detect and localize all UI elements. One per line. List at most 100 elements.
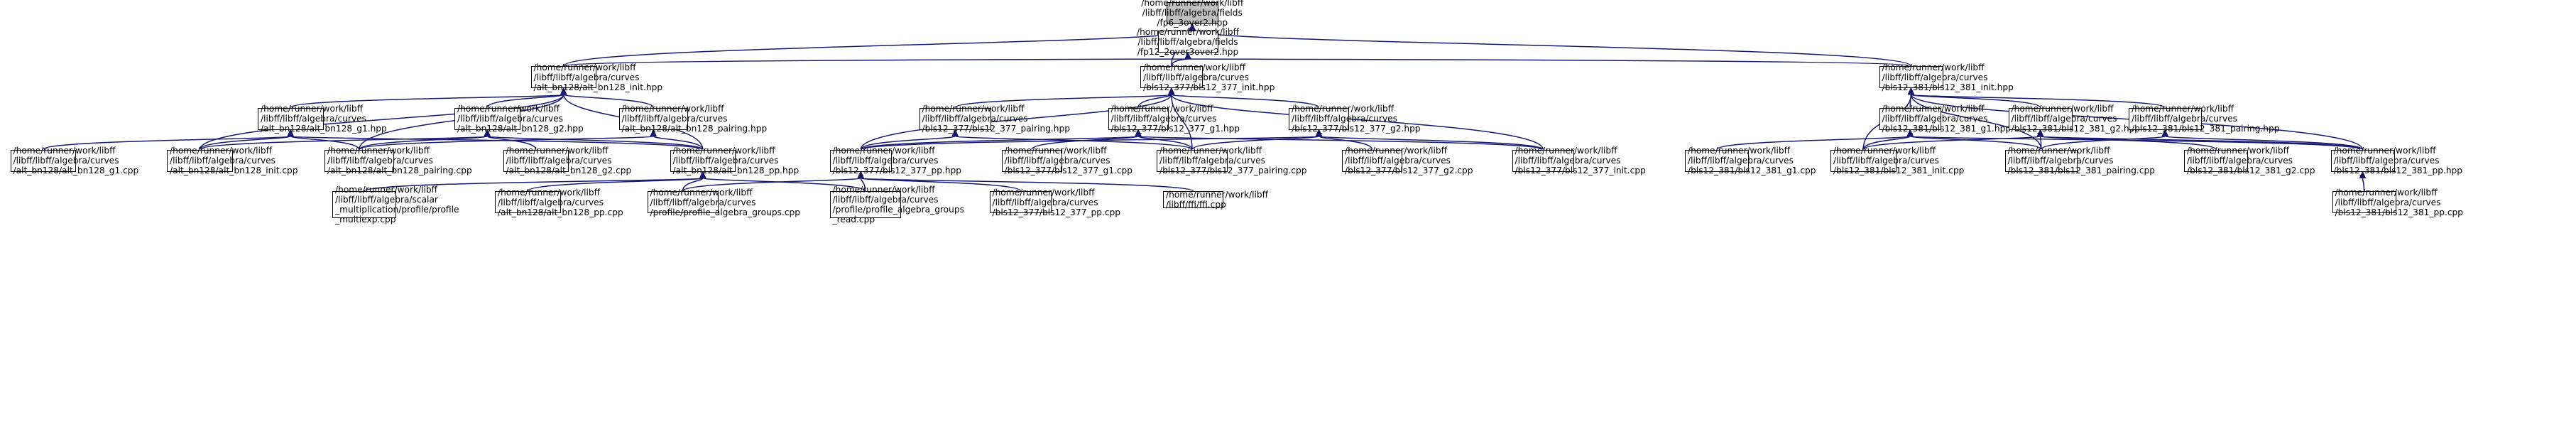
file-node-bls377-pp-hpp[interactable]: /home/runner/work/libff/libff/libff/alge… xyxy=(829,146,961,175)
file-node-label-line: /libff/ffi/ffi.cpp xyxy=(1166,200,1226,210)
file-node-label-line: /libff/libff/algebra/curves xyxy=(621,114,728,124)
file-node-label-line: /libff/libff/algebra/scalar xyxy=(335,195,438,205)
file-node-label-line: /alt_bn128/alt_bn128_g2.hpp xyxy=(457,124,584,134)
file-node-label-line: /home/runner/work/libff xyxy=(2011,104,2114,114)
file-node-label-line: /home/runner/work/libff xyxy=(922,104,1025,114)
file-node-profile-groups-cpp[interactable]: /home/runner/work/libff/libff/libff/alge… xyxy=(647,188,800,217)
file-node-label-line: /bls12_381/bls12_381_pairing.cpp xyxy=(2007,166,2155,175)
edge-arrowhead xyxy=(699,171,706,178)
file-node-bls377-pp-cpp[interactable]: /home/runner/work/libff/libff/libff/alge… xyxy=(989,188,1120,217)
file-node-label-line: /bls12_381/bls12_381_g2.cpp xyxy=(2187,166,2315,175)
edge-line xyxy=(1862,135,2041,151)
file-node-label-line: /libff/libff/algebra/curves xyxy=(1688,156,1794,166)
file-node-label-line: /home/runner/work/libff xyxy=(1004,146,1107,156)
file-node-label-line: /bls12_377/bls12_377_pairing.hpp xyxy=(922,124,1071,134)
edge-line xyxy=(860,135,1320,151)
file-node-label-line: /libff/libff/algebra/curves xyxy=(2187,156,2293,166)
edge-fp12-to-bls381-init xyxy=(1184,51,1912,67)
file-node-label-line: /libff/libff/algebra/curves xyxy=(13,156,119,166)
edge-line xyxy=(860,177,1194,192)
file-node-label-line: /bls12_377/bls12_377_init.cpp xyxy=(1515,166,1646,175)
edge-root-to-bls381-init xyxy=(1189,23,1912,67)
file-node-bls377-g1[interactable]: /home/runner/work/libff/libff/libff/alge… xyxy=(1108,104,1240,134)
file-node-label-line: /libff/libff/algebra/curves xyxy=(1882,72,1988,82)
edge-bls381-g2-to-bls381-pp-hpp xyxy=(2036,129,2364,151)
file-node-bls381-g1[interactable]: /home/runner/work/libff/libff/libff/alge… xyxy=(1879,104,2011,134)
file-node-label-line: /home/runner/work/libff xyxy=(1688,146,1791,156)
file-node-label-line: /libff/libff/algebra/curves xyxy=(2132,114,2238,124)
file-node-bls381-g2[interactable]: /home/runner/work/libff/libff/libff/alge… xyxy=(2008,104,2140,134)
edge-line xyxy=(527,177,704,192)
file-node-bls377-init-cpp[interactable]: /home/runner/work/libff/libff/libff/alge… xyxy=(1512,146,1646,175)
edge-line xyxy=(359,135,488,151)
edge-line xyxy=(359,135,654,151)
file-node-label-line: /home/runner/work/libff xyxy=(1882,104,1985,114)
file-node-bls381-pairing-cpp[interactable]: /home/runner/work/libff/libff/libff/alge… xyxy=(2004,146,2155,175)
edge-line xyxy=(653,135,704,150)
file-node-bls381-g1-cpp[interactable]: /home/runner/work/libff/libff/libff/alge… xyxy=(1685,146,1816,175)
file-node-profile-groups-read-cpp[interactable]: /home/runner/work/libff/libff/libff/alge… xyxy=(829,185,964,225)
edge-bls381-pp-hpp-to-bls381-pp-cpp xyxy=(2359,171,2367,192)
edge-arrowhead xyxy=(560,87,567,95)
file-node-bls377-pairing-hpp[interactable]: /home/runner/work/libff/libff/libff/alge… xyxy=(919,104,1070,134)
file-node-label-line: /home/runner/work/libff xyxy=(335,185,438,195)
file-node-root[interactable]: /home/runner/work/libff/libff/libff/alge… xyxy=(1141,0,1243,28)
file-node-label-line: /libff/libff/algebra/curves xyxy=(2335,197,2441,207)
file-node-label-line: /bls12_381/bls12_381_init.cpp xyxy=(1833,166,1965,175)
edge-line xyxy=(1318,135,1373,150)
file-node-multiexp-cpp[interactable]: /home/runner/work/libff/libff/libff/alge… xyxy=(332,185,459,225)
file-node-label-line: /alt_bn128/alt_bn128_init.hpp xyxy=(533,82,663,92)
file-node-label-line: /libff/libff/algebra/curves xyxy=(1515,156,1621,166)
file-node-bls377-g2-cpp[interactable]: /home/runner/work/libff/libff/libff/alge… xyxy=(1342,146,1473,175)
file-node-label-line: /home/runner/work/libff xyxy=(1136,26,1240,37)
file-node-bls377-pairing-cpp[interactable]: /home/runner/work/libff/libff/libff/alge… xyxy=(1157,146,1306,175)
file-node-label-line: /bls12_377/bls12_377_g1.hpp xyxy=(1110,124,1240,134)
file-node-label-line: /home/runner/work/libff xyxy=(1159,146,1262,156)
edge-line xyxy=(2041,135,2166,151)
file-node-label-line: /home/runner/work/libff xyxy=(992,187,1095,198)
file-node-bls381-init[interactable]: /home/runner/work/libff/libff/libff/alge… xyxy=(1879,63,2014,92)
file-node-bls381-g2-cpp[interactable]: /home/runner/work/libff/libff/libff/alge… xyxy=(2184,146,2315,175)
edge-line xyxy=(1909,135,2042,151)
edge-line xyxy=(2164,135,2364,151)
file-node-label-line: /home/runner/work/libff xyxy=(1292,104,1395,114)
file-node-alt-init[interactable]: /home/runner/work/libff/libff/libff/alge… xyxy=(530,63,662,92)
file-node-alt-pairing-cpp[interactable]: /home/runner/work/libff/libff/libff/alge… xyxy=(324,146,472,175)
file-node-label-line: /home/runner/work/libff xyxy=(1515,146,1617,156)
file-node-bls377-init[interactable]: /home/runner/work/libff/libff/libff/alge… xyxy=(1140,63,1275,92)
file-node-alt-g2[interactable]: /home/runner/work/libff/libff/libff/alge… xyxy=(454,104,584,134)
file-node-alt-pp-hpp[interactable]: /home/runner/work/libff/libff/libff/alge… xyxy=(670,146,799,175)
file-node-bls381-pairing-hpp[interactable]: /home/runner/work/libff/libff/libff/alge… xyxy=(2129,104,2280,134)
file-node-label-line: /home/runner/work/libff xyxy=(533,62,636,72)
file-node-label-line: /libff/libff/algebra/curves xyxy=(992,197,1098,207)
file-node-label-line: /libff/libff/algebra/curves xyxy=(832,156,939,166)
edge-arrowhead xyxy=(2036,129,2044,136)
file-node-label-line: /alt_bn128/alt_bn128_pairing.cpp xyxy=(327,166,472,175)
file-node-bls377-g2[interactable]: /home/runner/work/libff/libff/libff/alge… xyxy=(1289,104,1421,134)
file-node-alt-g1-cpp[interactable]: /home/runner/work/libff/libff/libff/alge… xyxy=(10,146,138,175)
file-node-fp12[interactable]: /home/runner/work/libff/libff/libff/alge… xyxy=(1137,27,1239,57)
file-node-bls381-pp-hpp[interactable]: /home/runner/work/libff/libff/libff/alge… xyxy=(2330,146,2462,175)
file-node-alt-init-cpp[interactable]: /home/runner/work/libff/libff/libff/alge… xyxy=(167,146,298,175)
edge-line xyxy=(486,135,704,151)
edge-line xyxy=(682,177,704,192)
file-node-bls381-init-cpp[interactable]: /home/runner/work/libff/libff/libff/alge… xyxy=(1830,146,1964,175)
edge-line xyxy=(563,29,1193,67)
file-node-alt-g1[interactable]: /home/runner/work/libff/libff/libff/alge… xyxy=(258,104,387,134)
file-node-alt-pp-cpp[interactable]: /home/runner/work/libff/libff/libff/alge… xyxy=(495,188,623,217)
file-node-bls377-g1-cpp[interactable]: /home/runner/work/libff/libff/libff/alge… xyxy=(1001,146,1133,175)
file-node-label-line: /home/runner/work/libff xyxy=(506,146,608,156)
edge-arrowhead xyxy=(287,129,295,136)
edge-arrowhead xyxy=(2161,129,2169,136)
file-node-label-line: /libff/libff/algebra/curves xyxy=(922,114,1028,124)
file-node-label-line: _multiplication/profile/profile xyxy=(335,205,459,215)
file-node-label-line: /home/runner/work/libff xyxy=(650,187,753,198)
file-node-alt-pairing-hpp[interactable]: /home/runner/work/libff/libff/libff/alge… xyxy=(618,104,767,134)
file-node-bls381-pp-cpp[interactable]: /home/runner/work/libff/libff/libff/alge… xyxy=(2332,188,2463,217)
file-node-ffi-cpp[interactable]: /home/runner/work/libff/libff/ffi/ffi.cp… xyxy=(1163,190,1268,210)
file-node-alt-g2-cpp[interactable]: /home/runner/work/libff/libff/libff/alge… xyxy=(503,146,631,175)
file-node-label-line: /profile/profile_algebra_groups xyxy=(832,205,964,215)
edge-bls377-pp-hpp-to-ffi-cpp xyxy=(857,171,1194,192)
file-node-label-line: /home/runner/work/libff xyxy=(1345,146,1448,156)
